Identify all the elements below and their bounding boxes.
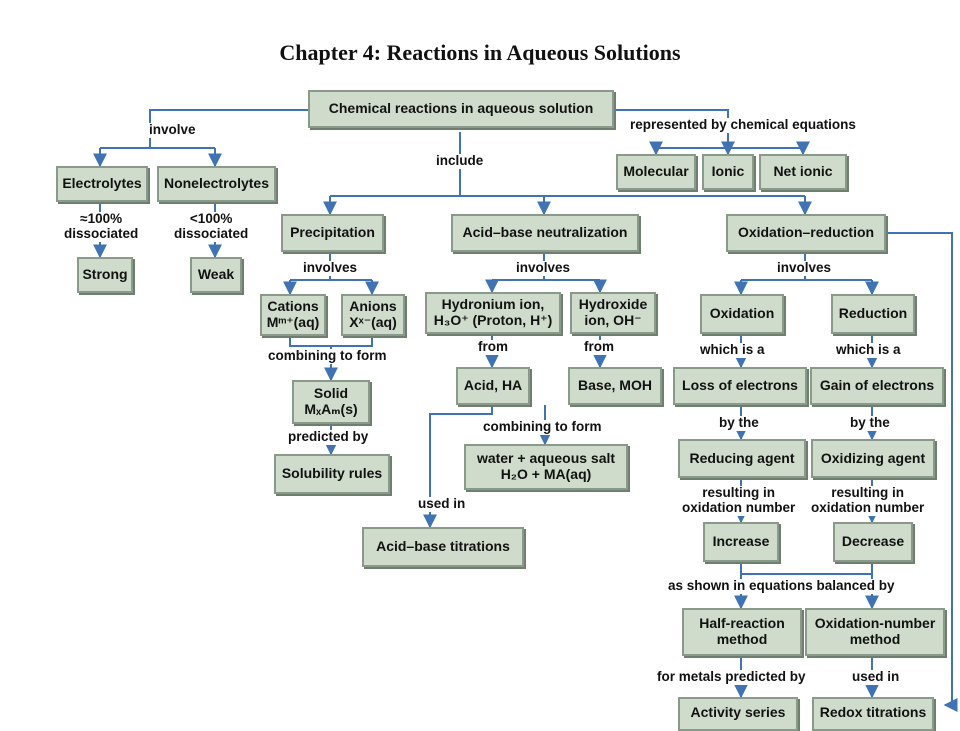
hydroxide-line1: Hydroxide xyxy=(578,296,648,313)
label-combining-to-form-2: combining to form xyxy=(481,419,604,435)
label-involves-precipitation: involves xyxy=(301,260,360,276)
label-involve: involve xyxy=(147,122,198,138)
cations-line1: Cations xyxy=(267,298,319,315)
label-dissociated-100: ≈100% dissociated xyxy=(62,211,141,242)
label-by-the-1: by the xyxy=(717,415,761,431)
label-combining-to-form-1: combining to form xyxy=(266,348,389,364)
resulting-b-line2: oxidation number xyxy=(811,499,925,515)
disslt-line1: <100% xyxy=(189,211,233,226)
node-precipitation: Precipitation xyxy=(281,214,384,252)
label-balanced-by: as shown in equations balanced by xyxy=(666,578,897,594)
hydronium-line1: Hydronium ion, xyxy=(441,296,545,313)
label-which-is-a-2: which is a xyxy=(834,342,903,358)
node-half-reaction-method: Half-reaction method xyxy=(682,608,802,656)
water-salt-line1: water + aqueous salt xyxy=(476,450,616,467)
node-molecular: Molecular xyxy=(616,154,696,190)
node-decrease: Decrease xyxy=(833,522,913,562)
label-which-is-a-1: which is a xyxy=(698,342,767,358)
node-oxidation-reduction: Oxidation–reduction xyxy=(726,214,886,252)
hydroxide-line2: ion, OH⁻ xyxy=(584,312,642,328)
node-increase: Increase xyxy=(703,522,779,562)
node-hydroxide: Hydroxide ion, OH⁻ xyxy=(570,292,656,334)
node-hydronium: Hydronium ion, H₃O⁺ (Proton, H⁺) xyxy=(425,292,561,334)
node-gain-of-electrons: Gain of electrons xyxy=(810,367,944,405)
node-net-ionic: Net ionic xyxy=(759,154,847,190)
diss100-line2: dissociated xyxy=(64,225,139,241)
node-loss-of-electrons: Loss of electrons xyxy=(673,367,807,405)
node-oxidizing-agent: Oxidizing agent xyxy=(811,439,935,478)
solid-line2: MₓAₘ(s) xyxy=(304,401,358,417)
label-involves-redox: involves xyxy=(775,260,834,276)
label-resulting-in-1: resulting in oxidation number xyxy=(680,485,798,516)
node-acid-base-titrations: Acid–base titrations xyxy=(362,527,524,567)
node-nonelectrolytes: Nonelectrolytes xyxy=(157,166,276,202)
diss100-line1: ≈100% xyxy=(80,211,123,226)
label-resulting-in-2: resulting in oxidation number xyxy=(809,485,927,516)
label-include: include xyxy=(434,153,486,169)
label-from-2: from xyxy=(582,339,616,355)
node-cations: Cations Mᵐ⁺(aq) xyxy=(260,294,326,336)
solid-line1: Solid xyxy=(313,385,349,402)
oxnum-line2: method xyxy=(849,631,901,647)
node-chemical-reactions: Chemical reactions in aqueous solution xyxy=(308,90,614,128)
label-involves-acid-base: involves xyxy=(514,260,573,276)
cations-line2: Mᵐ⁺(aq) xyxy=(266,314,320,330)
label-metals-predicted-by: for metals predicted by xyxy=(655,669,808,685)
anions-line1: Anions xyxy=(349,298,397,315)
water-salt-line2: H₂O + MA(aq) xyxy=(500,466,592,482)
label-used-in-1: used in xyxy=(416,496,468,512)
node-reducing-agent: Reducing agent xyxy=(678,439,806,478)
label-predicted-by: predicted by xyxy=(286,429,371,445)
node-oxidation: Oxidation xyxy=(700,294,784,334)
node-oxidation-number-method: Oxidation-number method xyxy=(805,608,945,656)
node-acid-base-neutralization: Acid–base neutralization xyxy=(451,214,639,252)
node-water-salt: water + aqueous salt H₂O + MA(aq) xyxy=(464,444,628,490)
half-line2: method xyxy=(716,631,768,647)
label-from-1: from xyxy=(476,339,510,355)
resulting-b-line1: resulting in xyxy=(831,485,905,500)
node-strong: Strong xyxy=(77,257,133,293)
label-represented-by: represented by chemical equations xyxy=(628,117,858,133)
label-by-the-2: by the xyxy=(848,415,892,431)
node-weak: Weak xyxy=(190,257,242,293)
anions-line2: Xˣ⁻(aq) xyxy=(349,314,397,330)
node-solid: Solid MₓAₘ(s) xyxy=(292,380,370,424)
resulting-a-line1: resulting in xyxy=(702,485,776,500)
node-solubility-rules: Solubility rules xyxy=(274,454,390,494)
page-title: Chapter 4: Reactions in Aqueous Solution… xyxy=(279,40,681,65)
oxnum-line1: Oxidation-number xyxy=(814,615,936,632)
node-activity-series: Activity series xyxy=(678,697,798,731)
label-used-in-2: used in xyxy=(850,669,902,685)
node-acid: Acid, HA xyxy=(456,367,530,405)
node-electrolytes: Electrolytes xyxy=(56,166,148,202)
hydronium-line2: H₃O⁺ (Proton, H⁺) xyxy=(433,312,553,328)
node-ionic: Ionic xyxy=(702,154,754,190)
node-base: Base, MOH xyxy=(568,367,662,405)
node-redox-titrations: Redox titrations xyxy=(812,697,934,731)
disslt-line2: dissociated xyxy=(174,225,249,241)
resulting-a-line2: oxidation number xyxy=(682,499,796,515)
label-dissociated-lt100: <100% dissociated xyxy=(172,211,251,242)
node-anions: Anions Xˣ⁻(aq) xyxy=(341,294,405,336)
node-reduction: Reduction xyxy=(831,294,915,334)
half-line1: Half-reaction xyxy=(699,615,785,632)
